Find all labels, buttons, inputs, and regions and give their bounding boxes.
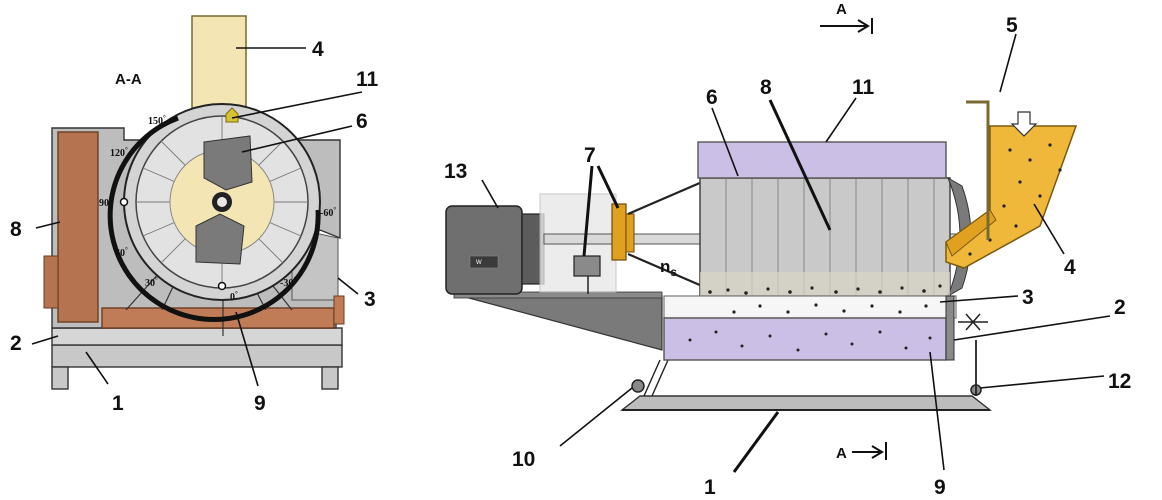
- motor-plate: [469, 255, 499, 269]
- pivot-10: [631, 379, 645, 393]
- label-13-right: 13: [444, 160, 467, 183]
- label-9-left: 9: [254, 392, 266, 415]
- heater-tab-right: [333, 295, 345, 325]
- hopper-grains: [968, 143, 1062, 256]
- label-6-right: 6: [706, 86, 718, 109]
- label-3-right: 3: [1022, 286, 1034, 309]
- section-marker-top: A: [836, 1, 847, 18]
- label-7-right: 7: [584, 144, 596, 167]
- angle-30: 30°: [145, 276, 158, 289]
- label-8-left: 8: [10, 218, 22, 241]
- platform-left: [51, 327, 343, 346]
- section-arrow-top: [820, 18, 873, 34]
- gear-large-b: [625, 213, 635, 253]
- label-8-right: 8: [760, 76, 772, 99]
- speed-label: ns: [660, 257, 677, 279]
- gear-small-box: [573, 255, 601, 277]
- particles: [688, 284, 942, 352]
- sensor-11: [225, 107, 239, 123]
- angle-150: 150°: [148, 114, 166, 127]
- angle-0: 0°: [230, 290, 238, 303]
- hopper-chute: [945, 209, 997, 257]
- base-frame-left: [51, 344, 343, 368]
- label-1-right: 1: [704, 476, 716, 499]
- label-4-left: 4: [312, 38, 324, 61]
- label-11-right: 11: [852, 76, 875, 99]
- marker-90: [119, 197, 129, 207]
- label-12-right: 12: [1108, 370, 1131, 393]
- label-6-left: 6: [356, 110, 368, 133]
- marker-0: [217, 281, 227, 291]
- angle-minus-30: -30°: [280, 276, 296, 289]
- label-2-right: 2: [1114, 296, 1126, 319]
- side-view: W: [444, 1, 1131, 499]
- label-11-left: 11: [356, 68, 379, 91]
- heater-tab-left: [43, 255, 59, 309]
- shaft-core: [217, 197, 227, 207]
- label-4-right: 4: [1064, 256, 1076, 279]
- tray-3: [663, 295, 957, 319]
- heater-panel-8: [57, 131, 99, 323]
- motor-13: [445, 205, 523, 295]
- angle-120: 120°: [110, 146, 128, 159]
- section-marker-bottom: A: [836, 445, 847, 462]
- frame-leg-right: [321, 366, 339, 390]
- section-arrow-bottom: [852, 442, 887, 460]
- angle-90: 90°: [99, 196, 112, 209]
- valve-2: [958, 313, 988, 331]
- blade-lower: [195, 213, 245, 265]
- feed-arrow-icon: [1010, 111, 1038, 137]
- label-9-right: 9: [934, 476, 946, 499]
- frame-leg-left: [51, 366, 69, 390]
- left-leader-lines: [31, 47, 363, 387]
- bottom-heater-9: [663, 317, 947, 361]
- gear-large: [611, 203, 627, 261]
- section-view: 150° 120° 90° 60° 30° 0° -30° -60° A-A 4…: [10, 15, 379, 415]
- top-heater-11: [697, 141, 947, 179]
- grain-layer: [700, 272, 950, 296]
- angle-60: 60°: [115, 246, 128, 259]
- label-3-left: 3: [364, 288, 376, 311]
- label-5-right: 5: [1006, 14, 1018, 37]
- label-10-right: 10: [512, 448, 535, 471]
- angle-minus-60: -60°: [320, 206, 336, 219]
- right-leader-lines: [481, 33, 1111, 473]
- dosing-rod-5: [966, 100, 990, 240]
- motor-platform: [453, 293, 663, 351]
- blade-upper: [203, 135, 253, 191]
- leg-left-right-view: [643, 359, 669, 397]
- label-1-left: 1: [112, 392, 124, 415]
- motor-plate-text: W: [476, 260, 482, 266]
- label-2-left: 2: [10, 332, 22, 355]
- section-title: A-A: [115, 71, 142, 88]
- heater-end-plate: [945, 295, 955, 361]
- drum-outer-arc: [107, 115, 321, 323]
